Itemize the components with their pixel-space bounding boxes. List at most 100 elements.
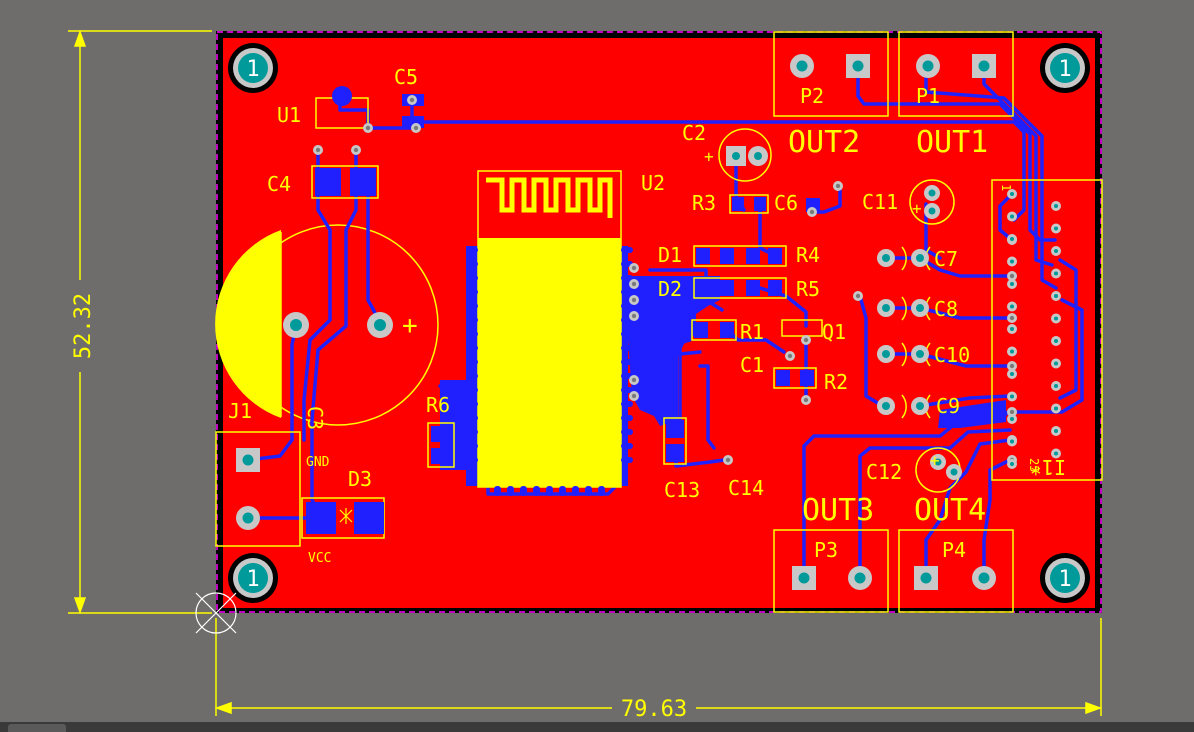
label-p4: P4	[942, 538, 966, 562]
module-pad	[585, 486, 592, 496]
via-hole	[1009, 273, 1015, 279]
cap-c11-outline	[909, 179, 955, 225]
module-pad	[466, 443, 478, 449]
pin-hole	[1010, 214, 1014, 219]
via-hole	[1009, 363, 1015, 369]
via-hole	[631, 377, 637, 383]
module-pad	[466, 345, 478, 351]
pin-hole	[1010, 417, 1014, 421]
pin-hole	[1054, 339, 1058, 343]
label-c2: C2	[682, 121, 706, 145]
module-pad	[621, 345, 633, 351]
module-pad	[621, 275, 633, 281]
module-pad	[466, 373, 478, 379]
pin-hole	[1054, 406, 1058, 411]
module-u2	[477, 170, 622, 488]
through-hole-pads	[236, 54, 996, 590]
module-pad	[466, 401, 478, 407]
module-pad	[466, 247, 478, 253]
pin-hole	[1010, 372, 1014, 376]
label-u1: U1	[277, 103, 301, 127]
label-out3: OUT3	[802, 493, 874, 528]
taskbar-tab[interactable]	[8, 724, 66, 732]
via-hole	[631, 393, 637, 399]
pin-hole	[1054, 271, 1058, 276]
pin-hole	[1010, 327, 1014, 331]
net-labels: OUT2 OUT1 OUT3 OUT4 GND VCC + + + +	[306, 125, 988, 566]
pin-hole	[1054, 294, 1058, 298]
pin-hole	[1010, 304, 1014, 309]
dimension-height-label-bg	[70, 280, 92, 372]
module-pad	[621, 429, 633, 435]
label-r3: R3	[692, 191, 716, 215]
svg-text:1: 1	[246, 567, 259, 592]
label-d2: D2	[658, 277, 682, 301]
module-pad	[621, 331, 633, 337]
label-c10: C10	[934, 343, 970, 367]
label-c8: C8	[934, 297, 958, 321]
via-hole	[631, 265, 637, 271]
connector-j1-outline	[215, 431, 301, 547]
via-hole	[809, 209, 815, 215]
label-c3: C3	[303, 406, 327, 430]
label-r6: R6	[426, 393, 450, 417]
pin-hole	[1054, 361, 1058, 366]
module-pad	[466, 415, 478, 421]
module-u2-pads	[466, 247, 633, 496]
via-hole	[353, 147, 359, 153]
via-hole	[631, 281, 637, 287]
label-r4: R4	[796, 243, 820, 267]
capacitor-c3-footprint	[215, 224, 439, 426]
module-pad	[466, 429, 478, 435]
label-j1: J1	[228, 399, 252, 423]
label-d3: D3	[348, 467, 372, 491]
module-pad	[466, 387, 478, 393]
pin-hole	[1054, 249, 1058, 253]
dimension-height-label: 52.32	[71, 293, 96, 359]
label-p1: P1	[916, 84, 940, 108]
pin-hole	[1010, 439, 1014, 444]
via-hole	[787, 353, 793, 359]
pin-hole	[1054, 429, 1058, 433]
module-pad	[466, 359, 478, 365]
label-c5: C5	[394, 65, 418, 89]
antenna-trace	[486, 177, 613, 218]
label-out2: OUT2	[788, 125, 860, 160]
module-pad	[559, 486, 566, 496]
module-pad	[621, 303, 633, 309]
module-pad	[621, 289, 633, 295]
label-i1-pin1: 1	[999, 184, 1013, 191]
label-u2: U2	[641, 171, 665, 195]
taskbar	[0, 722, 1194, 732]
connector-p3-outline	[773, 529, 889, 613]
pin-hole	[1054, 204, 1058, 208]
via-hole	[409, 97, 415, 103]
label-vcc: VCC	[308, 551, 331, 566]
module-pad	[466, 331, 478, 337]
via-hole	[1009, 409, 1015, 415]
module-pad	[466, 261, 478, 267]
mount-hole-top-left: 1	[228, 43, 278, 93]
via-hole	[1009, 315, 1015, 321]
via-hole	[803, 397, 809, 403]
svg-text:1: 1	[246, 57, 259, 82]
pin-hole	[1010, 192, 1014, 196]
connector-p1-outline	[898, 31, 1014, 117]
connector-i1-pins	[1007, 189, 1061, 469]
label-d1: D1	[658, 243, 682, 267]
label-c7: C7	[934, 247, 958, 271]
module-pad	[621, 457, 633, 463]
mount-hole-bottom-left: 1	[228, 553, 278, 603]
connector-p4-outline	[898, 529, 1014, 613]
label-c11: C11	[862, 190, 898, 214]
pin-hole	[1010, 282, 1014, 286]
module-pad	[466, 303, 478, 309]
label-c1: C1	[740, 353, 764, 377]
module-pad	[621, 415, 633, 421]
pin-hole	[1054, 316, 1058, 321]
cap-c2-outline	[718, 128, 772, 182]
via-hole	[631, 297, 637, 303]
pin-hole	[1010, 259, 1014, 264]
diode-d3-symbol	[339, 508, 353, 524]
